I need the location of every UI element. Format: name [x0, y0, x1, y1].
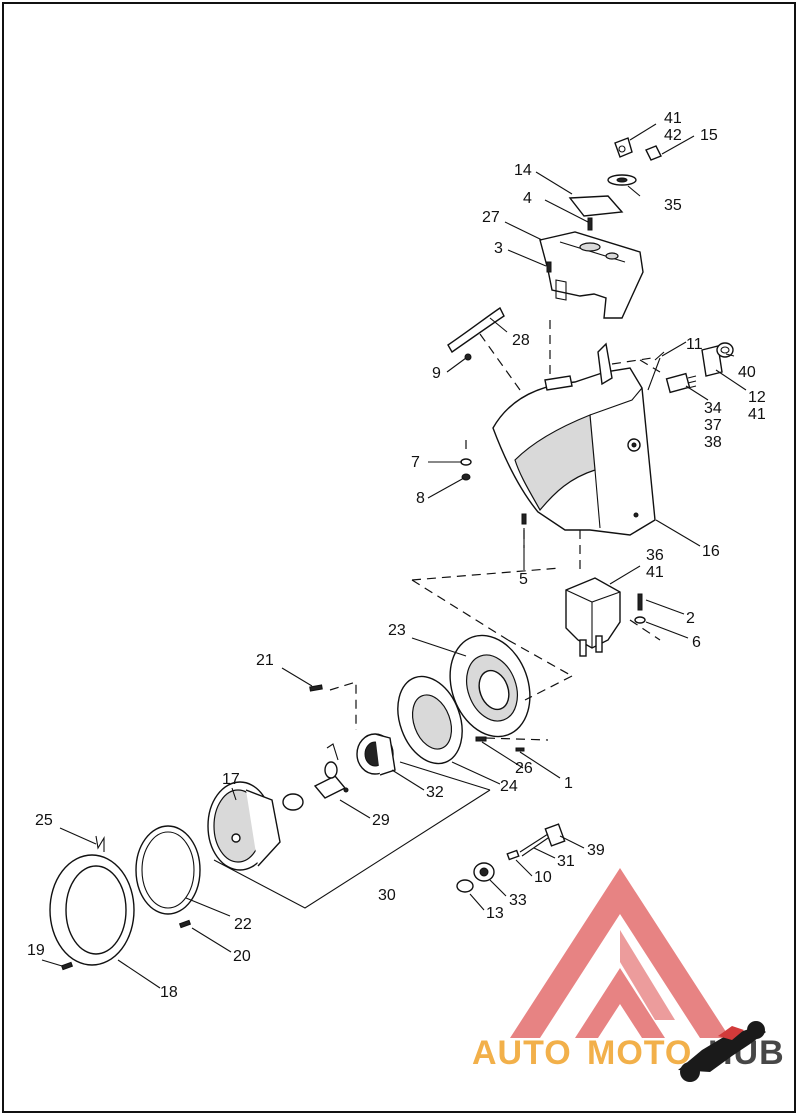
- part-clip-41: [614, 137, 633, 158]
- part-nut-8: [461, 473, 471, 481]
- part-mount-ring-24: [397, 675, 463, 765]
- part-lamp-unit-17: [207, 781, 281, 871]
- part-screw-3: [546, 261, 552, 273]
- callout-21: 21: [256, 652, 274, 669]
- callout-15: 15: [700, 127, 718, 144]
- part-washer-7: [460, 458, 472, 466]
- callout-4: 4: [523, 190, 532, 207]
- assembly-lines: [329, 320, 661, 741]
- callout-17: 17: [222, 771, 240, 788]
- callout-31: 31: [557, 853, 575, 870]
- callout-39: 39: [587, 842, 605, 859]
- callout-8: 8: [416, 490, 425, 507]
- automotohub-watermark: AUTO MOTO HUB: [472, 868, 784, 1082]
- part-wire-31: [519, 833, 549, 857]
- callout-38: 38: [704, 434, 722, 451]
- part-clip-25: [95, 835, 105, 852]
- callout-10: 10: [534, 869, 552, 886]
- part-bulb-13: [456, 879, 474, 893]
- callout-19: 19: [27, 942, 45, 959]
- callout-27: 27: [482, 209, 500, 226]
- callout-13: 13: [486, 905, 504, 922]
- callout-41-b: 41: [748, 406, 766, 423]
- part-screw-20: [178, 919, 192, 929]
- callout-20: 20: [233, 948, 251, 965]
- watermark-triangle-logo: [510, 868, 730, 1038]
- part-socket-32: [356, 733, 396, 776]
- part-screw-5: [521, 513, 527, 525]
- footer-figure-code: [300, 1088, 520, 1100]
- part-connector-29: [282, 793, 304, 811]
- callout-12: 12: [748, 389, 766, 406]
- watermark-text-auto: AUTO: [472, 1034, 572, 1072]
- callout-16: 16: [702, 543, 720, 560]
- part-retaining-ring-22: [135, 825, 201, 915]
- callout-14: 14: [514, 162, 532, 179]
- callout-11: 11: [686, 336, 703, 353]
- callout-18: 18: [160, 984, 178, 1001]
- callout-7: 7: [411, 454, 420, 471]
- part-terminal-10: [506, 849, 520, 861]
- part-screw-21: [309, 684, 323, 692]
- callout-28: 28: [512, 332, 530, 349]
- callout-6: 6: [692, 634, 701, 651]
- callout-40: 40: [738, 364, 756, 381]
- callout-42: 42: [664, 127, 682, 144]
- part-screw-26: [475, 736, 487, 742]
- callout-29: 29: [372, 812, 390, 829]
- part-clip-28: [447, 306, 505, 354]
- callout-33: 33: [509, 892, 527, 909]
- part-washer-35: [607, 174, 637, 186]
- callout-34: 34: [704, 400, 722, 417]
- callout-3: 3: [494, 240, 503, 257]
- callout-25: 25: [35, 812, 53, 829]
- part-screw-9: [464, 353, 472, 361]
- leader-lines: [41, 123, 747, 989]
- part-bulb-29: [313, 743, 349, 799]
- callout-1: 1: [564, 775, 573, 792]
- part-clip-11: [647, 351, 665, 391]
- part-screw-4: [587, 217, 593, 231]
- callout-36: 36: [646, 547, 664, 564]
- part-trim-ring-18: [49, 854, 135, 966]
- callout-30: 30: [378, 887, 396, 904]
- group-bracket-30: [213, 761, 491, 909]
- callout-32: 32: [426, 784, 444, 801]
- part-plate-12: [701, 345, 723, 377]
- part-screw-19: [60, 961, 74, 971]
- callout-26: 26: [515, 760, 533, 777]
- callout-37: 37: [704, 417, 722, 434]
- part-screw-1: [515, 747, 525, 752]
- part-cover-27: [539, 231, 644, 319]
- part-housing-23: [449, 634, 531, 738]
- part-plate-14: [568, 195, 624, 217]
- callout-41-c: 41: [646, 564, 664, 581]
- callout-41: 41: [664, 110, 682, 127]
- callout-2: 2: [686, 610, 695, 627]
- callout-labels: 41 42 15 14 4 35 27 3 28 11 40 9 12 34 4…: [27, 110, 766, 1001]
- part-washer-40: [716, 342, 734, 358]
- part-bracket-36: [565, 577, 621, 657]
- part-bolt-2: [637, 593, 643, 611]
- callout-35: 35: [664, 197, 682, 214]
- part-switch-34: [665, 372, 697, 394]
- part-connector-39: [544, 823, 566, 847]
- watermark-text-moto: MOTO: [587, 1034, 692, 1072]
- callout-23: 23: [388, 622, 406, 639]
- part-washer-6: [634, 616, 646, 624]
- callout-9: 9: [432, 365, 441, 382]
- part-clip-15: [645, 145, 662, 161]
- part-nacelle-16: [492, 342, 656, 536]
- motorcycle-rider-icon: [678, 1021, 766, 1082]
- callout-22: 22: [234, 916, 252, 933]
- callout-5: 5: [519, 571, 528, 588]
- callout-24: 24: [500, 778, 518, 795]
- part-socket-33: [473, 862, 495, 882]
